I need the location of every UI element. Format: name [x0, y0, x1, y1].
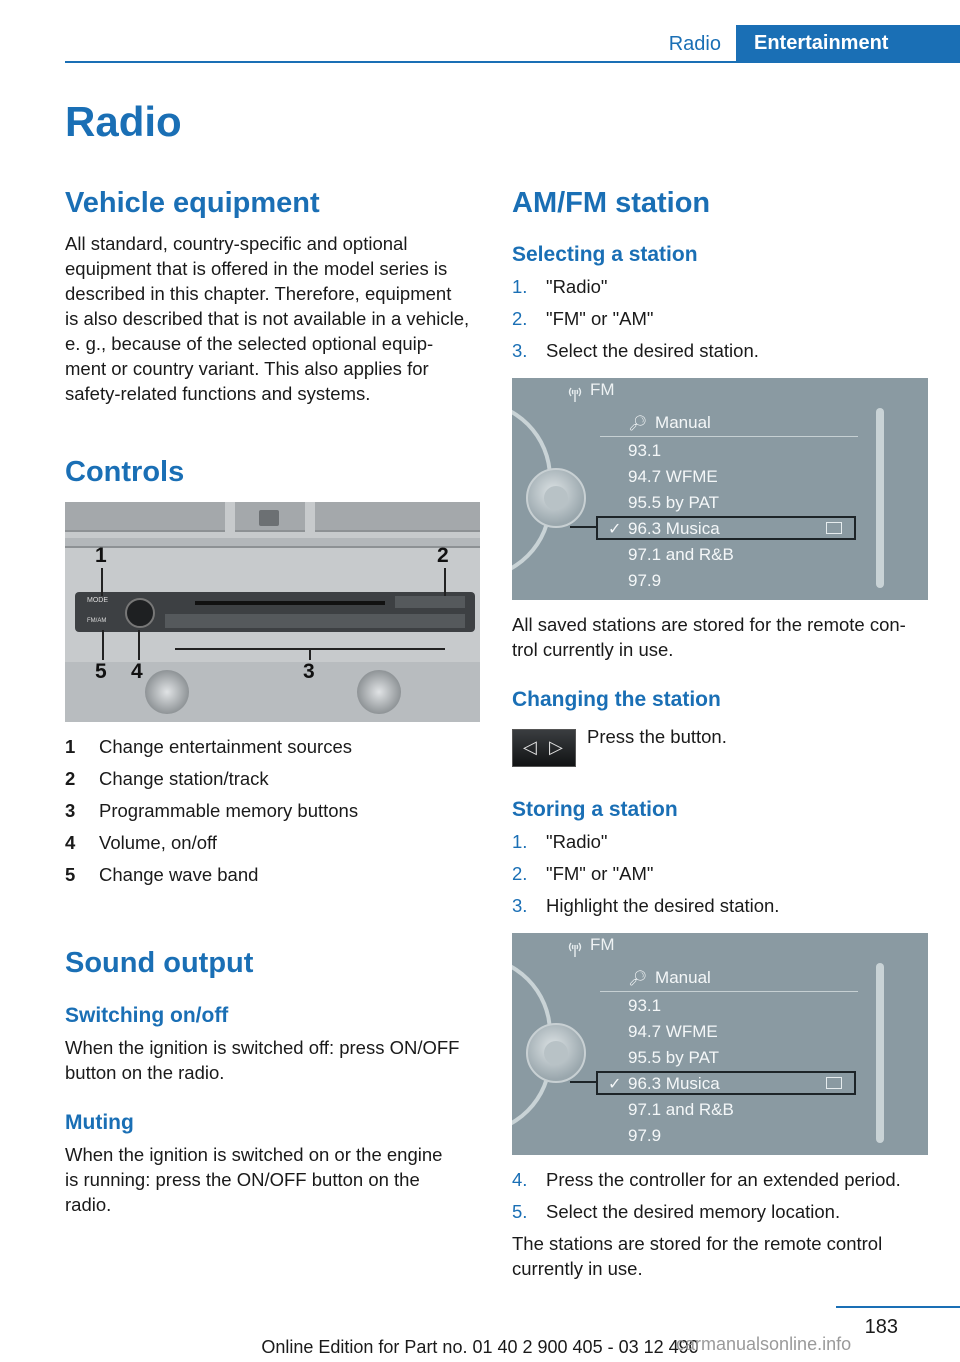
band-label: FM: [590, 380, 615, 399]
controller-icon: [526, 1023, 586, 1083]
station-item: 94.7 WFME: [628, 1022, 718, 1041]
storing-steps-2: 4.Press the controller for an extended p…: [512, 1164, 942, 1228]
amfm-heading: AM/FM station: [512, 187, 711, 219]
list-item: 2."FM" or "AM": [512, 308, 654, 329]
station-item: 93.1: [628, 996, 662, 1015]
selecting-heading: Selecting a station: [512, 243, 698, 266]
manual-item: 🔎︎Manual: [628, 413, 711, 432]
station-item: 97.1 and R&B: [628, 545, 734, 564]
search-icon: 🔎︎: [628, 970, 648, 987]
changing-text: Press the button.: [587, 726, 727, 747]
list-item: 1."Radio": [512, 831, 608, 852]
station-item: 97.9: [628, 1126, 662, 1145]
station-item: 93.1: [628, 441, 662, 460]
storing-final-text: The stations are stored for the remote c…: [512, 1233, 883, 1279]
previous-icon: ◁: [523, 737, 537, 757]
list-item: 5.Select the desired memory location.: [512, 1201, 841, 1222]
list-item: 3.Highlight the desired station.: [512, 895, 780, 916]
saved-note: All saved stations are stored for the re…: [512, 614, 906, 660]
controls-heading: Controls: [65, 456, 185, 488]
muting-text: When the ignition is switched on or the …: [65, 1144, 443, 1215]
station-item: 95.5 by PAT: [628, 1048, 720, 1067]
page-number: 183: [864, 1316, 898, 1338]
antenna-icon: [568, 387, 582, 402]
list-item: 4.Press the controller for an extended p…: [512, 1169, 901, 1190]
switching-heading: Switching on/off: [65, 1004, 229, 1027]
selecting-steps: 1."Radio" 2."FM" or "AM" 3.Select the de…: [512, 271, 932, 367]
list-item: 3.Select the desired station.: [512, 340, 759, 361]
watermark: carmanualsonline.info: [676, 1334, 852, 1354]
seek-button-image: ◁ ▷: [512, 729, 576, 767]
next-icon: ▷: [549, 737, 563, 757]
check-icon: ✓: [608, 521, 622, 538]
station-item: 95.5 by PAT: [628, 493, 720, 512]
page-title: Radio: [65, 98, 182, 145]
vehicle-equipment-heading: Vehicle equipment: [65, 187, 320, 219]
selection-highlight: [596, 516, 856, 540]
station-list-screen: FM 🔎︎Manual 93.1 94.7 WFME 95.5 by PAT ✓…: [512, 378, 928, 600]
band-label: FM: [590, 935, 615, 954]
vehicle-equipment-text: All standard, country-specific and optio…: [65, 233, 470, 404]
antenna-icon: [568, 942, 582, 957]
radio-controls-image: MODE FM/AM 1 2 5 4 3: [65, 502, 480, 722]
changing-heading: Changing the station: [512, 688, 721, 711]
sound-output-heading: Sound output: [65, 947, 254, 979]
muting-heading: Muting: [65, 1111, 134, 1134]
storing-heading: Storing a station: [512, 798, 678, 821]
store-icon: [826, 522, 842, 534]
header-rule: [65, 61, 960, 63]
station-item-selected: 96.3 Musica: [628, 1074, 720, 1093]
storing-steps: 1."Radio" 2."FM" or "AM" 3.Highlight the…: [512, 826, 932, 922]
controller-icon: [526, 468, 586, 528]
header-chapter-tab: Entertainment: [736, 25, 960, 61]
selection-highlight: [596, 1071, 856, 1095]
footer-rule: [836, 1306, 960, 1308]
header-section-label: Radio: [668, 33, 721, 55]
station-item: 94.7 WFME: [628, 467, 718, 486]
station-item-selected: 96.3 Musica: [628, 519, 720, 538]
store-icon: [826, 1077, 842, 1089]
check-icon: ✓: [608, 1076, 622, 1093]
search-icon: 🔎︎: [628, 415, 648, 432]
manual-item: 🔎︎Manual: [628, 968, 711, 987]
station-item: 97.9: [628, 571, 662, 590]
switching-text: When the ignition is switched off: press…: [65, 1037, 460, 1083]
footer-edition-text: Online Edition for Part no. 01 40 2 900 …: [261, 1337, 699, 1357]
list-item: 2."FM" or "AM": [512, 863, 654, 884]
station-item: 97.1 and R&B: [628, 1100, 734, 1119]
list-item: 1."Radio": [512, 276, 608, 297]
station-list-screen-2: FM 🔎︎Manual 93.1 94.7 WFME 95.5 by PAT ✓…: [512, 933, 928, 1155]
